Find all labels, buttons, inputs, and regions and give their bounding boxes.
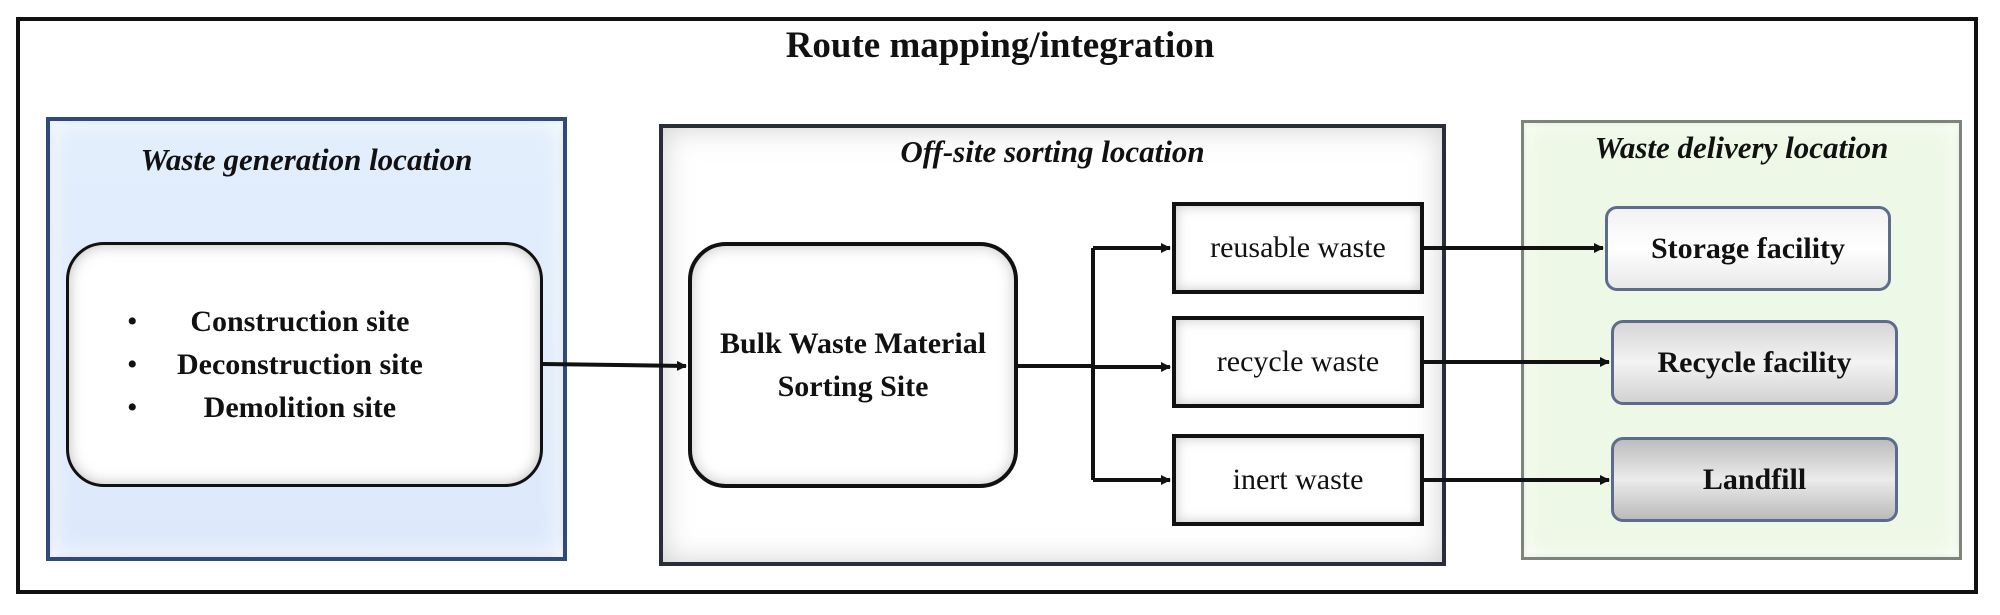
landfill-label: Landfill	[1702, 462, 1807, 496]
generation-sites-list: Construction site Deconstruction site De…	[97, 300, 423, 429]
recycle-facility-label: Recycle facility	[1657, 345, 1852, 379]
delivery-panel-title: Waste delivery location	[1594, 130, 1889, 165]
landfill-box: Landfill	[1611, 437, 1898, 522]
recycle-waste-box: recycle waste	[1172, 316, 1424, 408]
storage-facility-box: Storage facility	[1605, 206, 1891, 291]
generation-panel-title: Waste generation location	[140, 142, 473, 177]
recycle-waste-label: recycle waste	[1216, 345, 1380, 378]
bulk-sorting-site-label: Bulk Waste Material Sorting Site	[719, 327, 987, 403]
reusable-waste-label: reusable waste	[1210, 231, 1386, 264]
generation-sites-box: Construction site Deconstruction site De…	[66, 242, 543, 487]
sorting-panel-title: Off-site sorting location	[900, 134, 1205, 169]
bulk-sorting-site-box: Bulk Waste Material Sorting Site	[688, 242, 1018, 488]
site-deconstruction: Deconstruction site	[97, 343, 423, 386]
diagram-title: Route mapping/integration	[785, 25, 1215, 66]
recycle-facility-box: Recycle facility	[1611, 320, 1898, 405]
inert-waste-box: inert waste	[1172, 434, 1424, 526]
storage-facility-label: Storage facility	[1650, 231, 1846, 265]
site-demolition: Demolition site	[97, 386, 423, 429]
inert-waste-label: inert waste	[1232, 463, 1364, 496]
reusable-waste-box: reusable waste	[1172, 202, 1424, 294]
site-construction: Construction site	[97, 300, 423, 343]
